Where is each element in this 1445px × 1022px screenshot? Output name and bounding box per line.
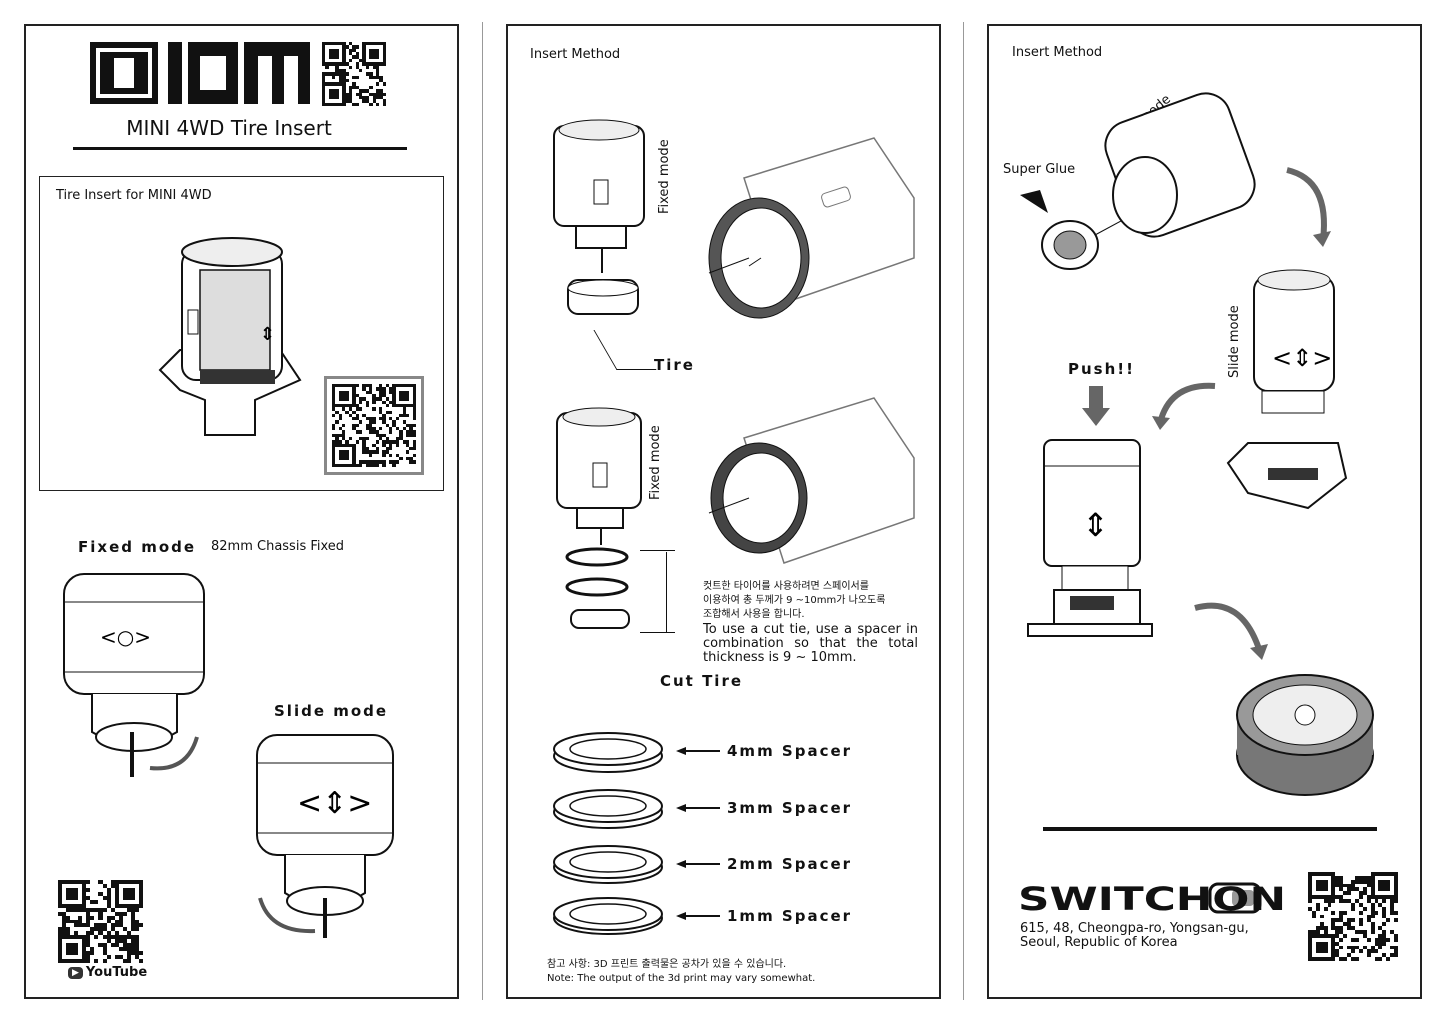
toggle-knob [1232,890,1254,906]
push-label: Push!! [1068,360,1135,378]
qr-code [1308,872,1398,961]
english-note: To use a cut tie, use a spacer in combin… [703,623,918,665]
tire-label: Tire [654,356,695,374]
svg-text:<⇕>: <⇕> [297,786,372,821]
dimension-tick [640,632,675,633]
fixed-mode-label: Fixed mode [78,538,197,556]
youtube-label: YouTube [85,965,148,980]
toggle-outline [1208,882,1262,914]
spacer-ring-illustration [553,845,663,884]
cut-tire-fitted-illustration [708,397,915,564]
ism-logo [90,42,310,104]
korean-note-line: 컷트한 타이어를 사용하려면 스페이서를 [703,581,869,592]
switchon-logo: SWITCHON [1018,880,1286,918]
down-arrow-icon [1082,386,1110,426]
fixed-mode-caption: Fixed mode [648,425,663,500]
qr-code [322,42,386,106]
page-title: MINI 4WD Tire Insert [126,116,332,140]
youtube-qr-code[interactable] [58,880,143,963]
pointer-arrow-icon [676,747,720,755]
fixed-mode-illustration: <○> [63,573,205,777]
pointer-arrow-icon [676,912,720,920]
arrow-icon [1152,382,1216,430]
svg-text:<⇕>: <⇕> [1272,344,1332,372]
arrow-icon [1286,167,1331,247]
korean-note: 컷트한 타이어를 사용하려면 스페이서를 이용하여 총 두께가 9 ~10mm가… [703,580,885,622]
svg-text:⇕: ⇕ [1082,506,1109,544]
thickness-dimension-line [666,552,667,632]
english-note-line: To use a cut tie, use a spacer in [703,622,918,637]
arrow-icon [1194,602,1268,660]
korean-note-line: 조합해서 사용을 합니다. [703,609,805,620]
spacer-ring-illustration [553,789,663,829]
address-line: Seoul, Republic of Korea [1020,935,1178,950]
spacer-label: 3mm Spacer [727,799,853,817]
spacer-label: 1mm Spacer [727,907,853,925]
korean-note-line: 이용하여 총 두께가 9 ~10mm가 나오도록 [703,595,886,606]
pointer-arrow-icon [676,804,720,812]
spacer-label: 2mm Spacer [727,855,853,873]
english-note-line: thickness is 9 ~ 10mm. [703,650,857,665]
slide-mode-label: Slide mode [274,702,389,720]
pushed-assembly-illustration: ⇕ [1027,439,1153,637]
glue-wheel-illustration [1020,92,1256,270]
svg-text:⇕: ⇕ [260,324,275,345]
dimension-tick [640,550,675,551]
pointer-arrow-icon [676,860,720,868]
fold-line [482,22,483,1000]
section-heading: Insert Method [1012,45,1103,60]
fold-line [963,22,964,1000]
cut-tire-label: Cut Tire [660,672,744,690]
tire-insert-illustration: ⇕ [158,237,302,436]
play-icon: ▶ [68,966,83,979]
note-korean: 참고 사항: 3D 프린트 출력물은 공차가 있을 수 있습니다. [547,959,787,970]
company-address: 615, 48, Cheongpa-ro, Yongsan-gu, Seoul,… [1020,922,1249,950]
super-glue-label: Super Glue [1003,162,1076,177]
english-note-line: combination so that the total [703,636,918,651]
spacer-ring-illustration [553,732,663,773]
svg-text:<○>: <○> [100,625,151,649]
youtube-link[interactable]: ▶ YouTube [68,965,147,980]
section-heading: Insert Method [530,47,621,62]
product-box [39,176,444,491]
spacer-label: 4mm Spacer [727,742,853,760]
tire-fitted-illustration [708,137,915,319]
product-box-label: Tire Insert for MINI 4WD [56,188,212,203]
qr-code [324,376,424,475]
slide-mode-assembly-illustration: <⇕> [1226,269,1348,510]
fixed-mode-device-illustration [553,119,645,315]
note-english: Note: The output of the 3d print may var… [547,973,816,984]
address-line: 615, 48, Cheongpa-ro, Yongsan-gu, [1020,921,1249,936]
slide-mode-illustration: <⇕> [256,734,394,938]
title-underline [73,147,407,150]
spacer-ring-illustration [553,897,663,935]
fixed-mode-device-with-spacers [556,407,642,629]
separator [1043,827,1377,831]
fixed-mode-caption: Fixed mode [657,139,672,214]
fixed-mode-note: 82mm Chassis Fixed [211,539,345,554]
wheel-with-tire-illustration [1236,674,1374,796]
